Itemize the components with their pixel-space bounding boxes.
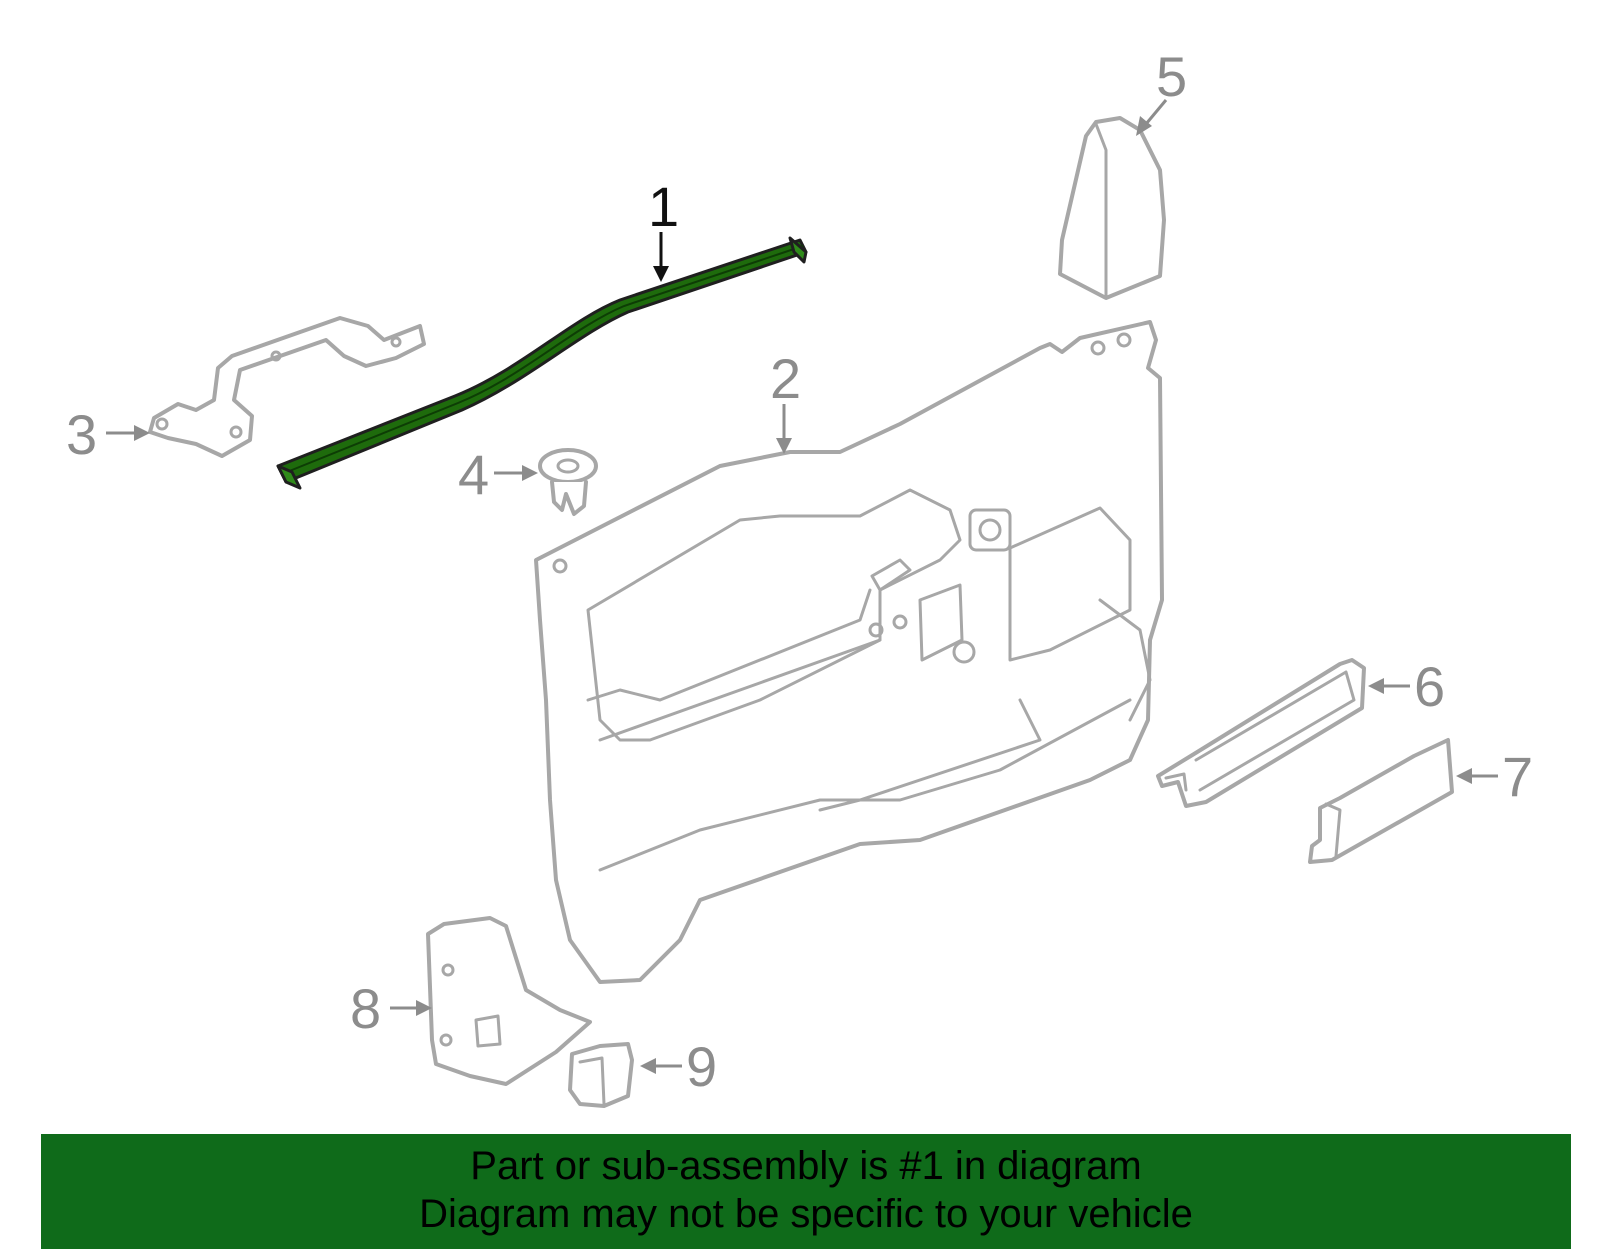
callout-5: 5	[1156, 45, 1187, 108]
part-3-bracket[interactable]	[148, 316, 426, 458]
callout-arrows	[106, 99, 1498, 1074]
part-4-clip[interactable]	[538, 448, 598, 516]
callout-2: 2	[770, 347, 801, 410]
callout-7: 7	[1502, 745, 1533, 808]
part-8-trim-cover[interactable]	[426, 916, 592, 1086]
part-9-clip[interactable]	[568, 1042, 634, 1108]
part-6-pull-handle[interactable]	[1156, 658, 1366, 808]
part-5-mirror-cover[interactable]	[1058, 116, 1166, 300]
callout-numbers: 1 2 3 4 5 6 7 8 9	[66, 45, 1533, 1098]
banner-line-part-number: Part or sub-assembly is #1 in diagram	[470, 1144, 1142, 1188]
callout-3: 3	[66, 403, 97, 466]
callout-6: 6	[1414, 655, 1445, 718]
part-1-weatherstrip[interactable]	[276, 236, 808, 490]
callout-4: 4	[458, 443, 489, 506]
banner-line-disclaimer: Diagram may not be specific to your vehi…	[419, 1192, 1193, 1236]
part-2-door-panel[interactable]	[534, 320, 1164, 984]
callout-8: 8	[350, 977, 381, 1040]
callout-1: 1	[648, 175, 679, 238]
callout-9: 9	[686, 1035, 717, 1098]
part-7-bezel[interactable]	[1308, 738, 1454, 864]
info-banner: Part or sub-assembly is #1 in diagram Di…	[41, 1134, 1571, 1249]
